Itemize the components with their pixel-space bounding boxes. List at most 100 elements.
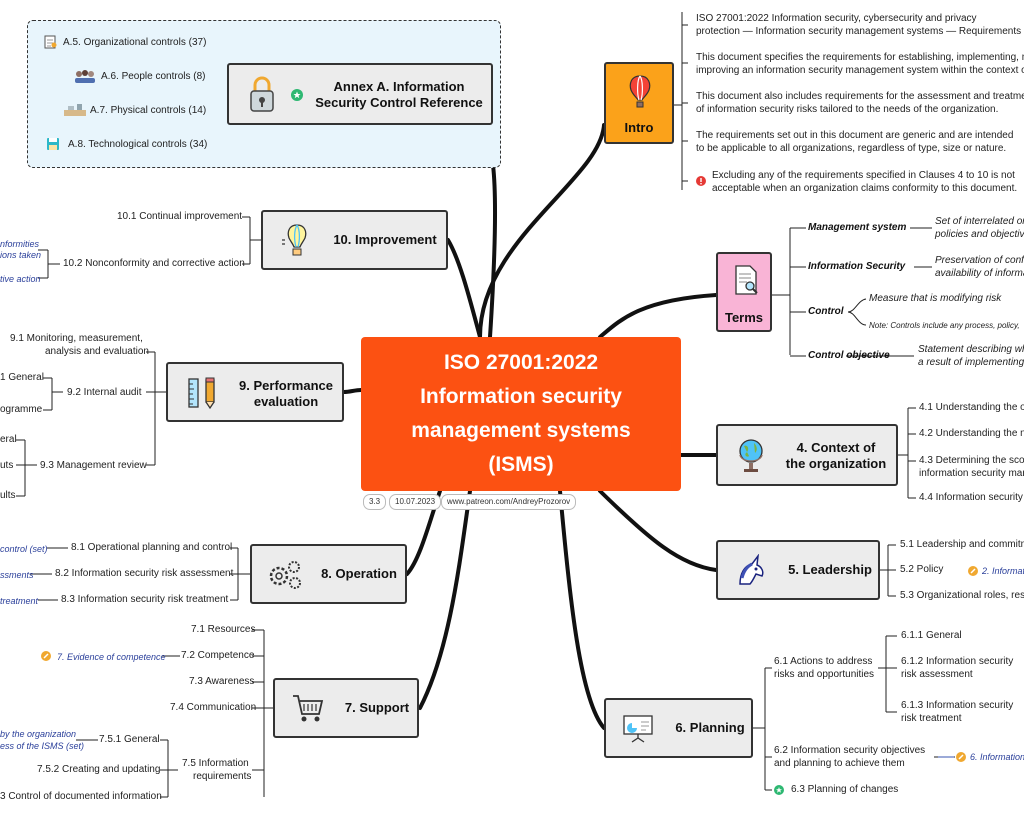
version-chip: 3.3 [363,494,387,510]
link-item[interactable]: 2. Informat [982,566,1024,576]
central-title-line: Information security [420,385,622,408]
performance-label: 9. Performance evaluation [230,378,342,410]
operation-node[interactable]: 8. Operation [250,544,407,604]
link-item[interactable]: ess of the ISMS (set) [0,741,85,751]
date-chip: 10.07.2023 [389,494,442,510]
performance-node[interactable]: 9. Performance evaluation [166,362,344,422]
leadership-label: 5. Leadership [788,562,872,577]
clause-item[interactable]: 7.4 Communication [170,702,257,713]
clause-item[interactable]: 6.2 Information security objectives [774,745,926,756]
link-item[interactable]: control (set) [0,544,48,554]
clause-item[interactable]: ogramme [0,404,43,415]
lightbulb-balloon-icon [282,224,307,256]
planning-label: 6. Planning [675,720,745,735]
clause-item[interactable]: 1 General [0,372,44,383]
clause-item[interactable]: 4.2 Understanding the ne [919,428,1024,439]
url-chip[interactable]: www.patreon.com/AndreyProzorov [441,494,577,510]
clause-item[interactable]: 5.2 Policy [900,564,944,575]
clause-item[interactable]: and planning to achieve them [774,758,905,769]
clause-item[interactable]: 6.1.1 General [901,630,962,641]
link-item[interactable]: nformities [0,239,40,249]
term: Control [808,306,844,317]
clause-item[interactable]: 6.3 Planning of changes [791,784,899,795]
clause-item[interactable]: uts [0,460,14,471]
warning-icon [696,176,706,186]
planning-node[interactable]: 6. Planning [604,698,753,758]
context-node[interactable]: 4. Context of the organization [716,424,898,486]
clause-item[interactable]: information security man [919,468,1024,479]
annex-item[interactable]: A.6. People controls (8) [101,71,206,82]
unicorn-icon [739,554,764,585]
link-item[interactable]: 6. Information [970,752,1024,762]
clause-item[interactable]: 6.1.2 Information security [901,656,1014,667]
clause-item[interactable]: 10.1 Continual improvement [117,211,243,222]
gears-icon [269,561,301,589]
globe-icon [739,439,763,472]
intro-node[interactable]: Intro [604,62,674,144]
link-item[interactable]: by the organization [0,729,77,739]
clause-item[interactable]: analysis and evaluation [45,346,149,357]
clause-item[interactable]: 8.1 Operational planning and control [71,542,233,553]
clause-item[interactable]: 8.2 Information security risk assessment [55,568,234,579]
link-item[interactable]: treatment [0,596,39,606]
clause-item[interactable]: requirements [193,771,252,782]
term-definition: policies and objective [935,229,1024,240]
performance-label-line: evaluation [253,394,319,409]
terms-label: Terms [724,310,764,325]
link-item[interactable]: 7. Evidence of competence [57,652,166,662]
clause-item[interactable]: ults [0,490,16,501]
intro-text: The requirements set out in this documen… [696,130,1014,141]
intro-text: This document also includes requirements… [696,91,1024,102]
clause-item[interactable]: 6.1 Actions to address [774,656,873,667]
clause-item[interactable]: 5.1 Leadership and commitm [900,539,1024,550]
term-definition: Measure that is modifying risk [869,293,1002,304]
clause-item[interactable]: 6.1.3 Information security [901,700,1014,711]
clause-item[interactable]: 7.3 Awareness [189,676,255,687]
clause-item[interactable]: 4.4 Information security [919,492,1023,503]
ruler-pencil-icon [188,377,215,410]
link-icon [968,566,978,576]
leadership-node[interactable]: 5. Leadership [716,540,880,600]
clause-item[interactable]: 7.5 Information [182,758,249,769]
improvement-label: 10. Improvement [333,232,437,247]
clause-item[interactable]: risk assessment [901,669,973,680]
intro-text: This document specifies the requirements… [696,52,1024,63]
clause-item[interactable]: 9.2 Internal audit [67,387,142,398]
term-definition: availability of informa [935,268,1024,279]
intro-text: improving an information security manage… [696,65,1024,76]
clause-item[interactable]: 4.3 Determining the scop [919,455,1024,466]
clause-item[interactable]: risk treatment [901,713,962,724]
annex-a-node[interactable]: Annex A. Information Security Control Re… [227,63,493,125]
clause-item[interactable]: 5.3 Organizational roles, resp [900,590,1024,601]
clause-item[interactable]: 10.2 Nonconformity and corrective action [63,258,245,269]
central-topic[interactable]: ISO 27001:2022 Information security mana… [361,337,681,491]
term: Information Security [808,261,906,272]
clause-item[interactable]: 8.3 Information security risk treatment [61,594,229,605]
link-item[interactable]: ions taken [0,250,42,260]
clause-item[interactable]: eral [0,434,17,445]
clause-item[interactable]: 4.1 Understanding the o [919,402,1024,413]
term-definition: Note: Controls include any process, poli… [869,321,1020,330]
clause-item[interactable]: 9.1 Monitoring, measurement, [10,333,143,344]
clause-item[interactable]: 7.5.1 General [99,734,160,745]
central-title: ISO 27001:2022 Information security mana… [411,346,630,482]
clause-item[interactable]: 9.3 Management review [40,460,147,471]
intro-label: Intro [624,120,654,135]
clause-item[interactable]: 7.2 Competence [181,650,255,661]
context-label-line: 4. Context of [796,440,876,455]
central-title-line: ISO 27001:2022 [443,351,599,374]
annex-item[interactable]: A.8. Technological controls (34) [68,139,208,150]
annex-item[interactable]: A.7. Physical controls (14) [90,105,207,116]
clause-item[interactable]: 3 Control of documented information [0,791,162,802]
annex-item[interactable]: A.5. Organizational controls (37) [63,37,207,48]
improvement-node[interactable]: 10. Improvement [261,210,448,270]
link-item[interactable]: ssments [0,570,34,580]
link-item[interactable]: tive action [0,274,41,284]
support-node[interactable]: 7. Support [273,678,419,738]
terms-node[interactable]: Terms [716,252,772,332]
clause-item[interactable]: risks and opportunities [774,669,875,680]
clause-item[interactable]: 7.1 Resources [191,624,256,635]
clause-item[interactable]: 7.5.2 Creating and updating [37,764,161,775]
term-definition: a result of implementing [918,357,1024,368]
